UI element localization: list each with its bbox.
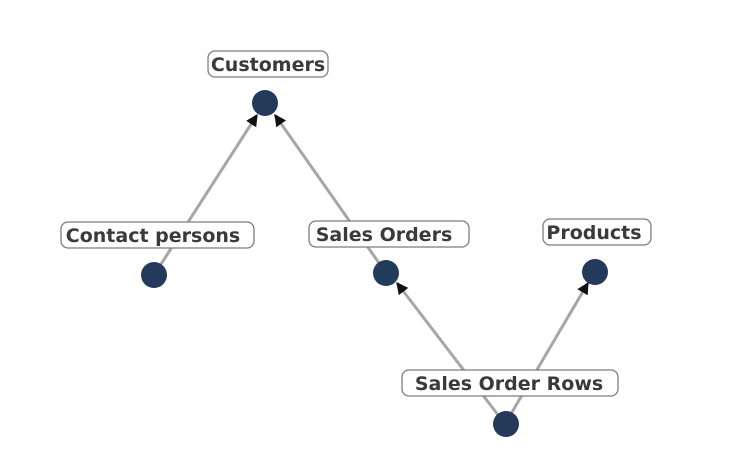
node-dot-sales-orders[interactable]	[373, 260, 399, 286]
node-contact-persons[interactable]: Contact persons	[60, 221, 255, 288]
node-sales-orders[interactable]: Sales Orders	[308, 220, 470, 286]
node-label-products: Products	[546, 222, 641, 244]
node-label-sales-orders: Sales Orders	[316, 224, 453, 246]
node-label-box[interactable]	[207, 50, 329, 78]
node-products[interactable]: Products	[542, 218, 652, 285]
node-label-box[interactable]	[308, 220, 470, 248]
edge-contact-persons-to-customers	[152, 113, 259, 276]
node-customers[interactable]: Customers	[207, 50, 329, 116]
edge-sales-order-rows-to-sales-orders	[395, 282, 507, 425]
node-sales-order-rows[interactable]: Sales Order Rows	[401, 369, 619, 437]
node-dot-sales-order-rows[interactable]	[493, 411, 519, 437]
edge-sales-orders-to-customers	[273, 114, 388, 274]
node-dot-contact-persons[interactable]	[141, 262, 167, 288]
node-label-sales-order-rows: Sales Order Rows	[415, 373, 603, 395]
node-label-box[interactable]	[60, 221, 255, 249]
node-label-box[interactable]	[542, 218, 652, 246]
node-dot-customers[interactable]	[252, 90, 278, 116]
edge-sales-order-rows-to-products	[503, 281, 590, 425]
node-dot-products[interactable]	[582, 259, 608, 285]
node-label-customers: Customers	[211, 54, 325, 76]
node-label-box[interactable]	[401, 369, 619, 397]
node-label-contact-persons: Contact persons	[66, 225, 240, 247]
